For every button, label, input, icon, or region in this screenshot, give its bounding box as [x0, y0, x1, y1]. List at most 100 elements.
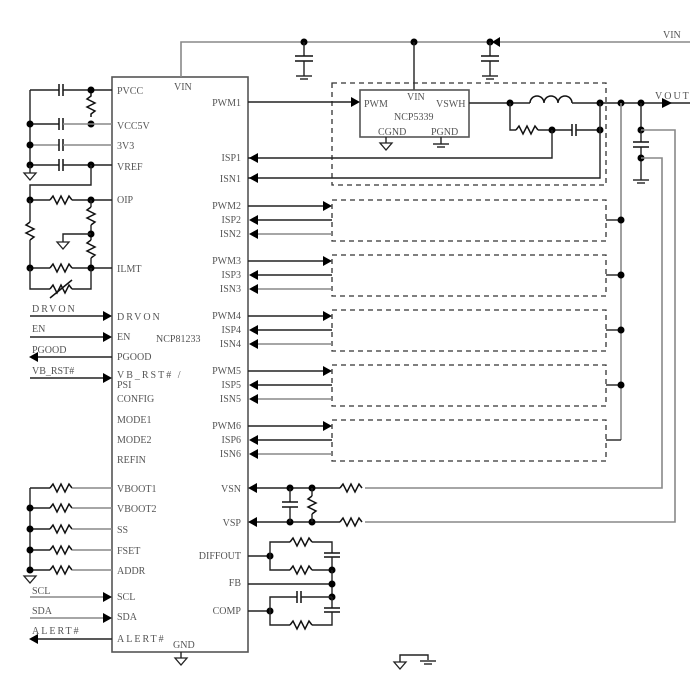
- pin-scl: SCL: [117, 592, 135, 603]
- isn6-arrow: [249, 449, 258, 459]
- remote-sense-filter: [248, 482, 363, 528]
- pin-vin-label: VIN: [174, 82, 192, 93]
- phase-4-block: [331, 309, 607, 352]
- pin-config: CONFIG: [117, 394, 154, 405]
- right-pin-labels: PWM1 ISP1 ISN1 PWM2 ISP2 ISN2 PWM3 ISP3 …: [199, 98, 242, 617]
- phase-blocks: [248, 199, 625, 462]
- strap-resistor: [49, 482, 73, 494]
- pin-isp2: ISP2: [222, 215, 241, 226]
- phase-6-block: [331, 419, 607, 462]
- controller-name: NCP81233: [156, 334, 200, 345]
- pwm6-arrow: [323, 421, 332, 431]
- pin-isp4: ISP4: [222, 325, 241, 336]
- pin-pwm4: PWM4: [212, 311, 241, 322]
- phase-1-block: [331, 82, 607, 186]
- drvon-signal: DRVON: [32, 304, 77, 315]
- supply-decoupling: [22, 84, 112, 200]
- ground-icon: [55, 241, 71, 250]
- pin-isp5: ISP5: [222, 380, 241, 391]
- pin-vb-rst: VB_RST# /: [117, 370, 183, 381]
- strap-resistor: [49, 544, 73, 556]
- isn3-arrow: [249, 284, 258, 294]
- pin-pwm5: PWM5: [212, 366, 241, 377]
- ground-icon: [22, 575, 38, 584]
- strap-resistor: [49, 502, 73, 514]
- ground-legend: [392, 654, 436, 670]
- phase-2-block: [331, 199, 607, 242]
- thermistor: [49, 283, 73, 295]
- pin-isn2: ISN2: [220, 229, 241, 240]
- ground-icon: [22, 172, 38, 181]
- pin-vsn: VSN: [221, 484, 241, 495]
- pin-isn4: ISN4: [220, 339, 241, 350]
- controller-ic-body: [111, 76, 249, 653]
- pin-addr: ADDR: [117, 566, 146, 577]
- pin-mode1: MODE1: [117, 415, 151, 426]
- pin-sda: SDA: [117, 612, 138, 623]
- pin-vref: VREF: [117, 162, 143, 173]
- driver-ic-body: [359, 89, 470, 138]
- phase-3-block: [331, 254, 607, 297]
- scl-signal: SCL: [32, 586, 50, 597]
- pin-vsp: VSP: [223, 518, 242, 529]
- pin-alert: ALERT#: [117, 634, 166, 645]
- pin-fset: FSET: [117, 546, 140, 557]
- strap-resistor: [49, 564, 73, 576]
- strap-resistor: [49, 523, 73, 535]
- left-pin-labels: PVCC VCC5V 3V3 VREF OIP ILMT DRVON EN PG…: [117, 86, 183, 645]
- pin-fb: FB: [229, 578, 242, 589]
- vin-rail: VIN: [180, 30, 690, 90]
- pin-pvcc: PVCC: [117, 86, 143, 97]
- sda-signal: SDA: [32, 606, 53, 617]
- pin-en: EN: [117, 332, 130, 343]
- strap-resistors: [22, 482, 112, 584]
- vb-rst-signal: VB_RST#: [32, 366, 74, 377]
- isp2-arrow: [249, 215, 258, 225]
- driver-ic: PWM VIN VSWH NCP5339 CGND PGND: [359, 89, 470, 151]
- alert-signal: ALERT#: [32, 626, 81, 637]
- pin-pwm2: PWM2: [212, 201, 241, 212]
- pin-oip: OIP: [117, 195, 134, 206]
- vout-junction: [617, 216, 625, 224]
- pin-ilmt: ILMT: [117, 264, 141, 275]
- pwm4-arrow: [323, 311, 332, 321]
- signal-ground-icon: [392, 661, 408, 670]
- pwm2-arrow: [323, 201, 332, 211]
- oip-ilmt-network: [24, 194, 112, 299]
- pin-gnd-label: GND: [173, 640, 195, 651]
- pin-3v3: 3V3: [117, 141, 134, 152]
- pin-isp6: ISP6: [222, 435, 241, 446]
- isn4-arrow: [249, 339, 258, 349]
- pin-pwm1: PWM1: [212, 98, 241, 109]
- pin-pgood: PGOOD: [117, 352, 151, 363]
- vin-input-arrow: [492, 37, 500, 47]
- pin-isp1: ISP1: [222, 153, 241, 164]
- digital-io: DRVON EN PGOOD VB_RST# SCL SDA ALERT#: [29, 304, 112, 644]
- pwm3-arrow: [323, 256, 332, 266]
- pin-psi: PSI: [117, 380, 131, 391]
- pin-diffout: DIFFOUT: [199, 551, 241, 562]
- pin-pwm3: PWM3: [212, 256, 241, 267]
- driver-pin-pwm: PWM: [364, 99, 388, 110]
- vin-rail-label: VIN: [663, 30, 681, 41]
- output-cap: [633, 103, 649, 184]
- vsn-sense-line: [365, 157, 663, 489]
- pin-vboot2: VBOOT2: [117, 504, 156, 515]
- pin-ss: SS: [117, 525, 128, 536]
- pin-isn3: ISN3: [220, 284, 241, 295]
- isn2-arrow: [249, 229, 258, 239]
- pin-isn1: ISN1: [220, 174, 241, 185]
- driver-pin-vswh: VSWH: [436, 99, 465, 110]
- isp3-arrow: [249, 270, 258, 280]
- pin-isn6: ISN6: [220, 449, 241, 460]
- driver-name: NCP5339: [394, 112, 433, 123]
- isp4-arrow: [249, 325, 258, 335]
- phase-5-block: [331, 364, 607, 407]
- pin-drvon: DRVON: [117, 312, 162, 323]
- vsp-sense-line: [365, 129, 676, 523]
- vout-junction: [617, 381, 625, 389]
- compensation-network: [248, 536, 340, 631]
- vout-arrow: [662, 98, 672, 108]
- vout-label: VOUT: [655, 91, 691, 102]
